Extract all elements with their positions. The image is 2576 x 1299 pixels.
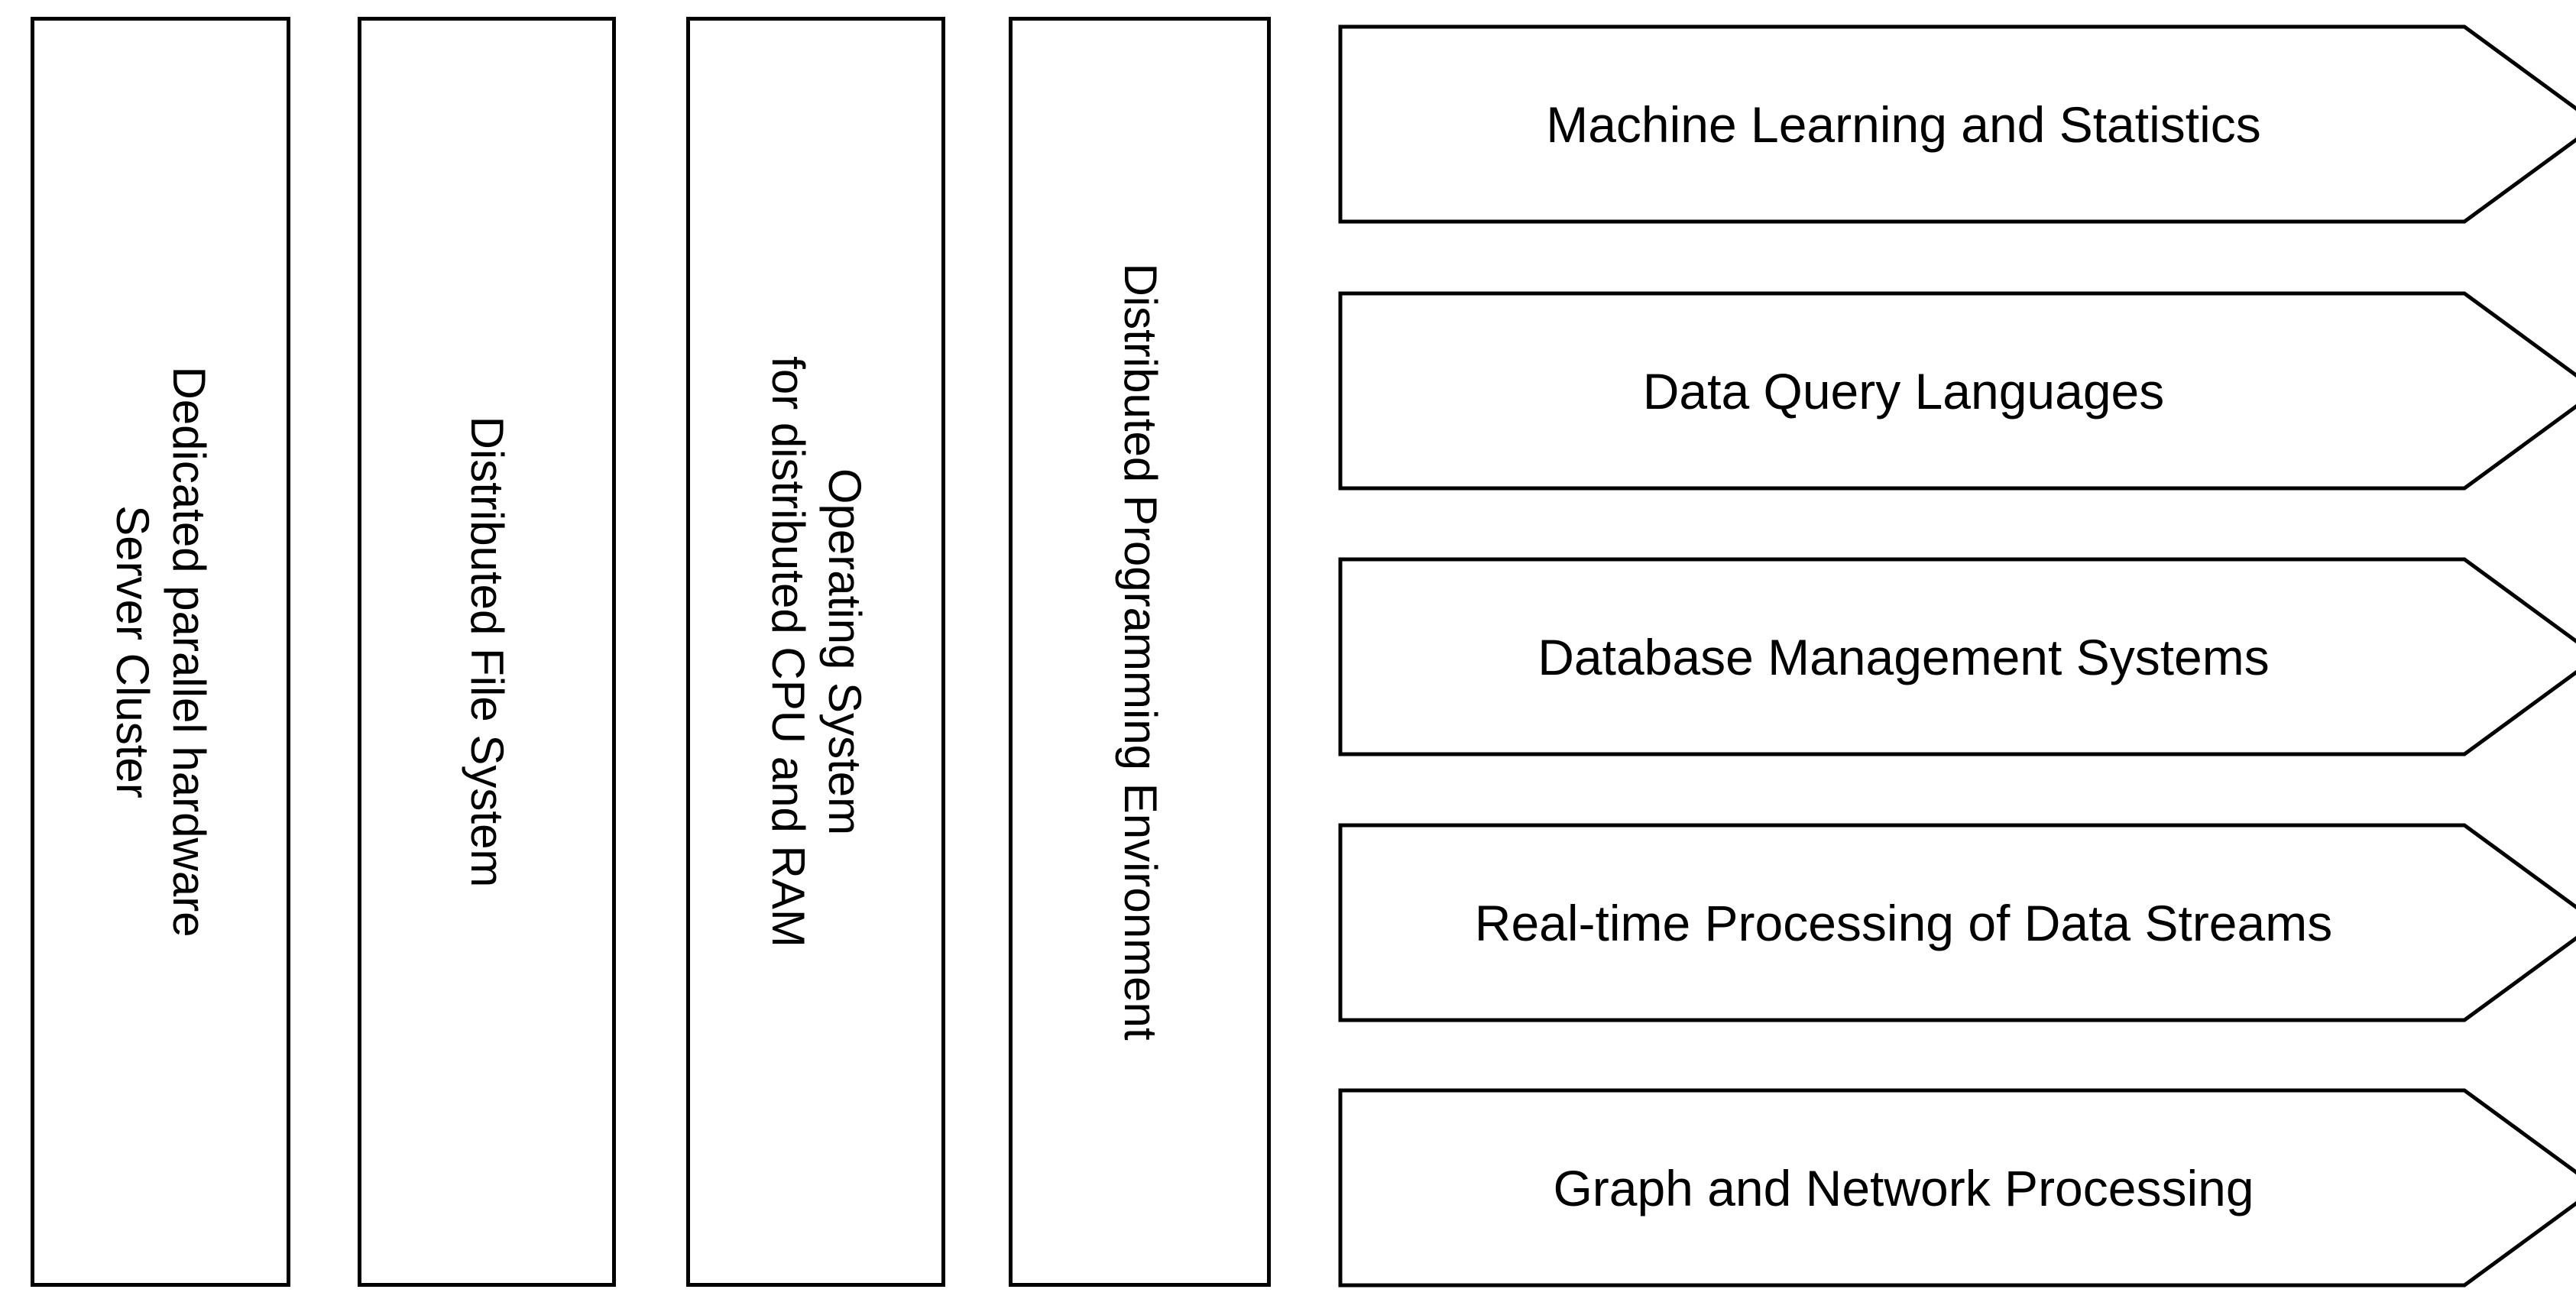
layer-file-system-label: Distributed File System <box>458 416 515 888</box>
layer-hardware-label: Dedicated parallel hardware Server Clust… <box>104 366 217 937</box>
layer-hardware: Dedicated parallel hardware Server Clust… <box>31 17 290 1287</box>
layer-operating-system: Operating System for distributed CPU and… <box>686 17 945 1287</box>
arrow-shape-real-time <box>1338 823 2576 1022</box>
layer-programming-environment-line-1: Distributed Programming Environment <box>1114 263 1166 1041</box>
layer-file-system-line-1: Distributed File System <box>462 416 513 888</box>
layer-file-system: Distributed File System <box>358 17 616 1287</box>
app-data-query-label: Data Query Languages <box>1642 362 2165 420</box>
arrow-shape-graph <box>1338 1088 2576 1288</box>
app-real-time: Real-time Processing of Data Streams <box>1338 823 2576 1022</box>
arrow-shape-machine-learning <box>1338 24 2576 224</box>
layer-programming-environment-label: Distributed Programming Environment <box>1112 263 1168 1040</box>
layer-operating-system-label: Operating System for distributed CPU and… <box>760 356 873 948</box>
app-graph: Graph and Network Processing <box>1338 1088 2576 1288</box>
app-data-query: Data Query Languages <box>1338 291 2576 491</box>
app-dbms: Database Management Systems <box>1338 557 2576 756</box>
app-graph-label: Graph and Network Processing <box>1553 1159 2254 1216</box>
app-real-time-label: Real-time Processing of Data Streams <box>1474 894 2333 951</box>
arrow-shape-data-query <box>1338 291 2576 491</box>
layer-hardware-line-1: Dedicated parallel hardware <box>164 366 215 938</box>
layer-operating-system-line-1: Operating System <box>818 468 870 836</box>
layer-hardware-line-2: Server Cluster <box>107 505 158 799</box>
arrow-shape-dbms <box>1338 557 2576 756</box>
layer-programming-environment: Distributed Programming Environment <box>1009 17 1271 1287</box>
layer-operating-system-line-2: for distributed CPU and RAM <box>762 356 814 948</box>
app-machine-learning: Machine Learning and Statistics <box>1338 24 2576 224</box>
app-dbms-label: Database Management Systems <box>1537 628 2270 685</box>
app-machine-learning-label: Machine Learning and Statistics <box>1546 96 2261 153</box>
